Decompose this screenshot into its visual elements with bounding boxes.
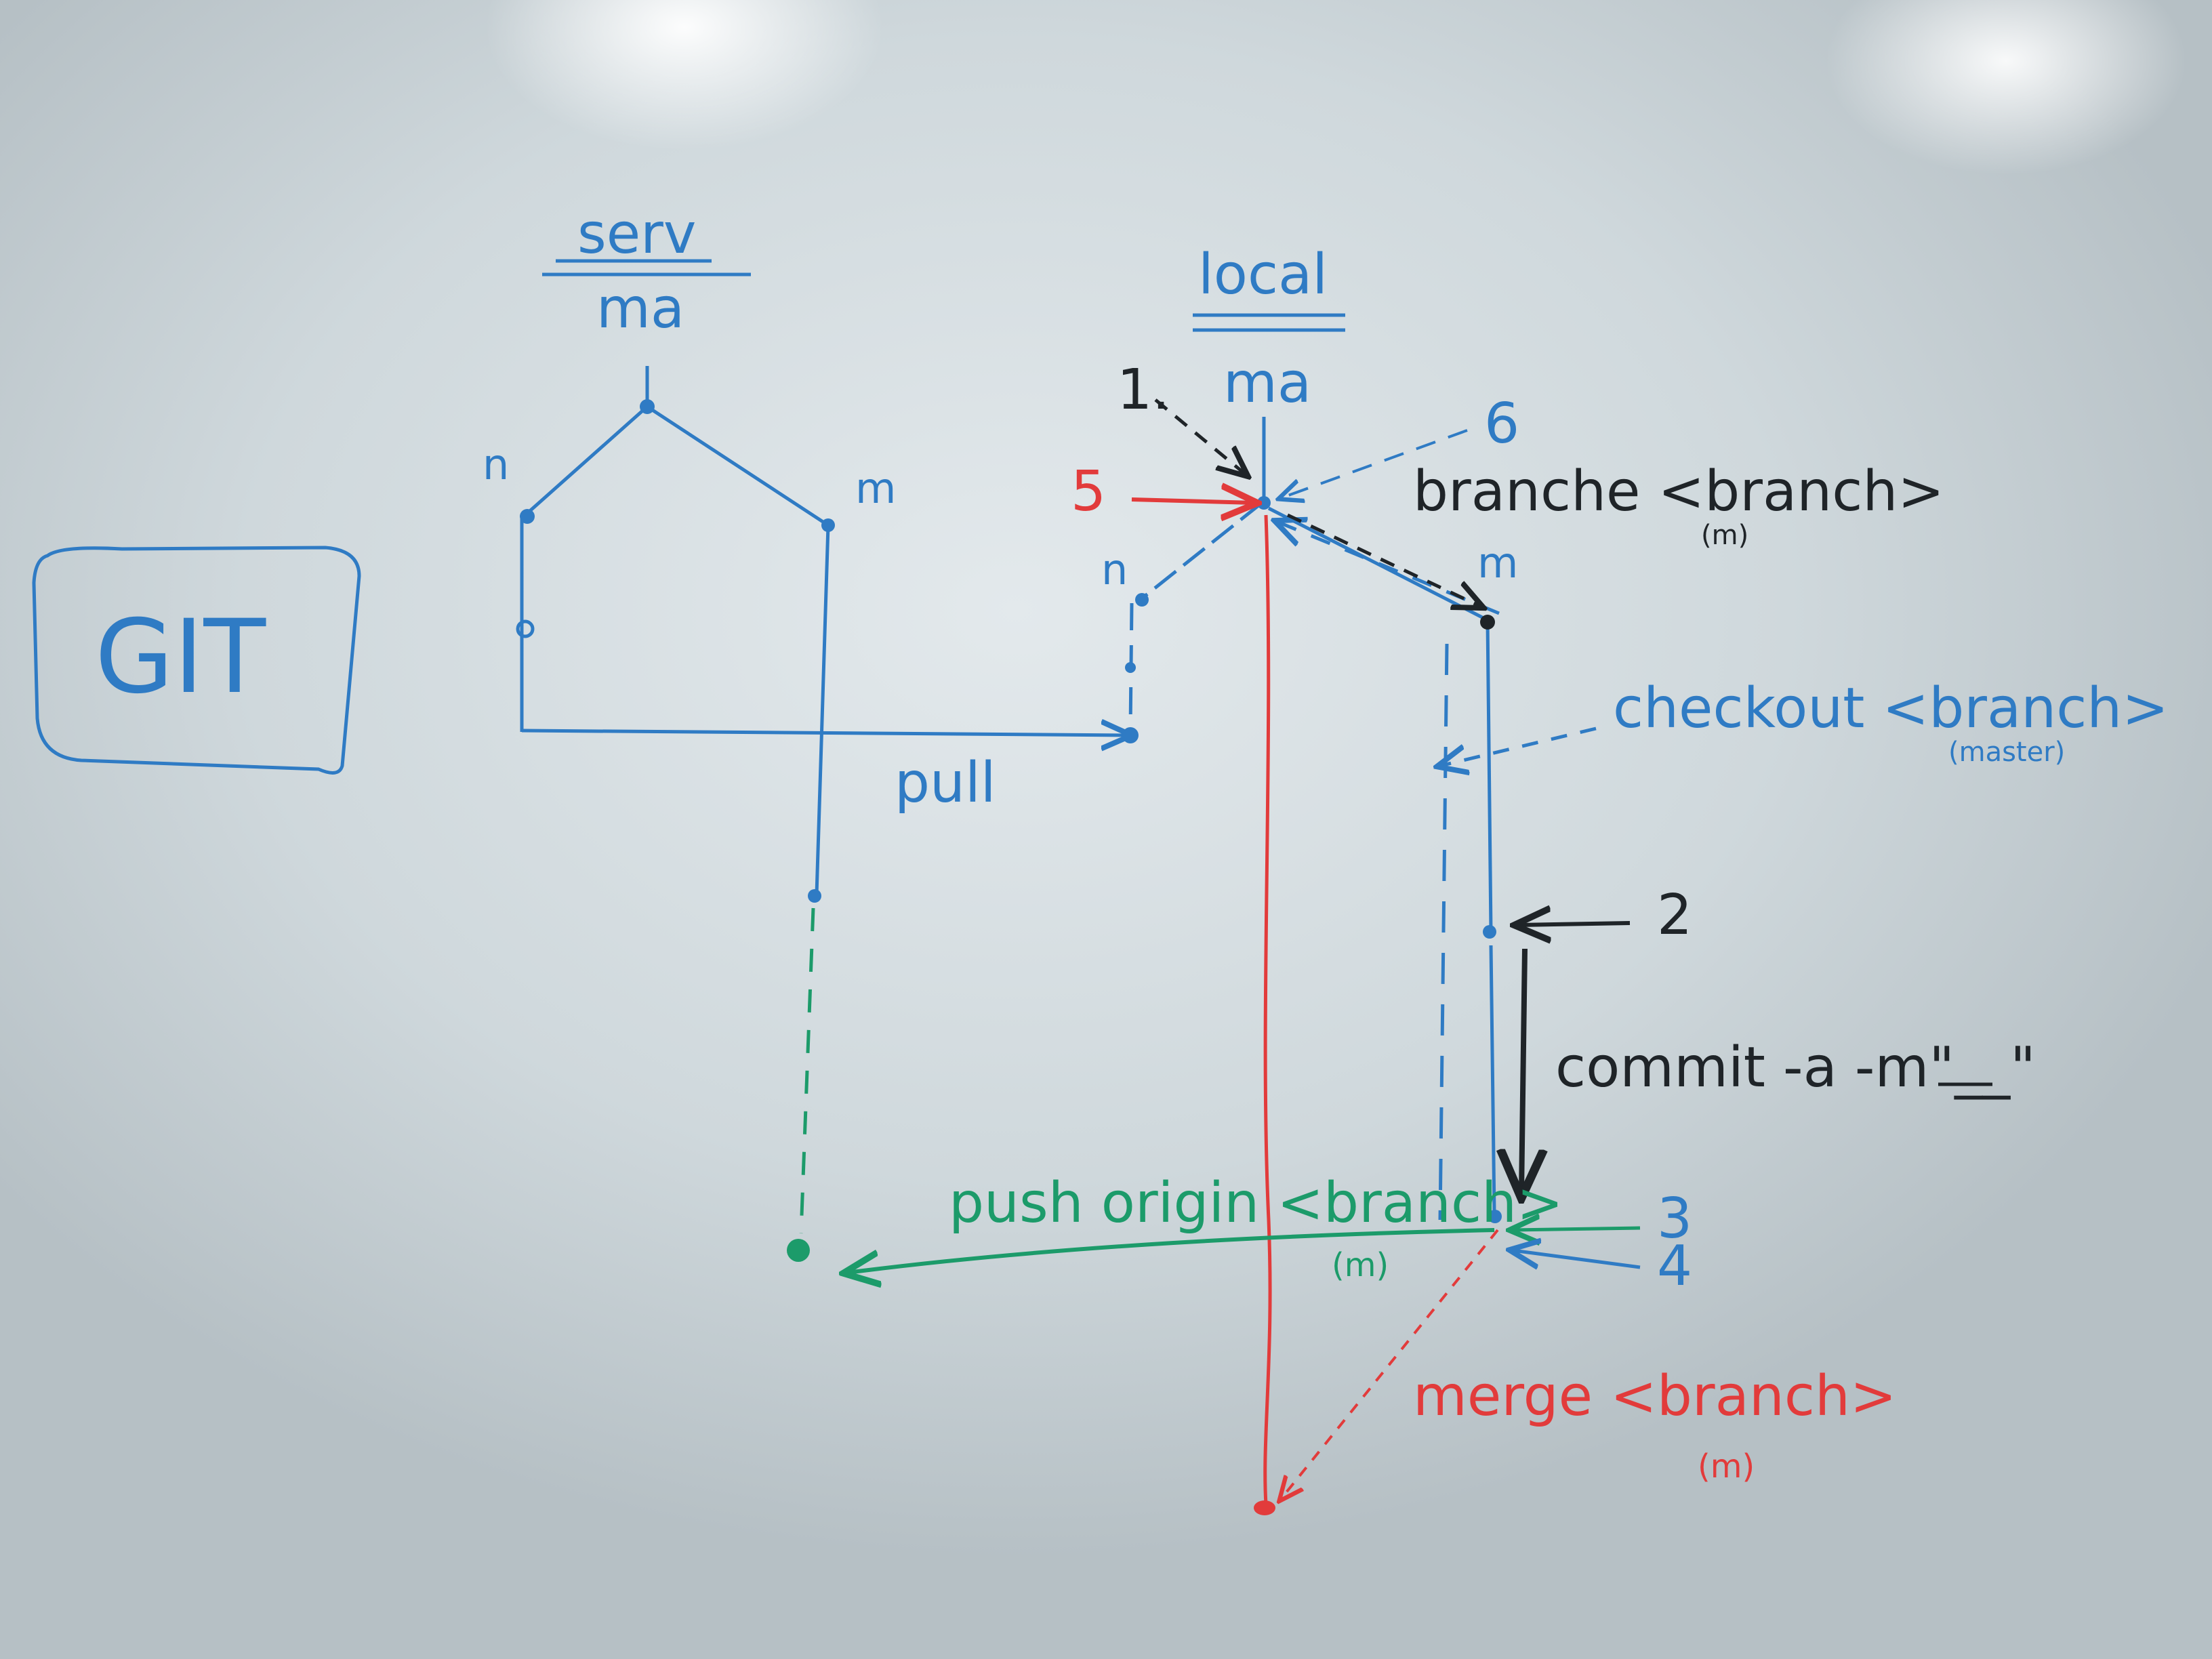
git-title-box xyxy=(32,546,361,775)
local-commit-n1 xyxy=(1135,593,1149,607)
step5-red-arrow xyxy=(1131,499,1254,503)
push-arrow-line xyxy=(847,1228,1495,1273)
push-command-label: push origin <branch> xyxy=(949,1171,1563,1235)
step2-arrow xyxy=(1518,923,1631,925)
commit-command-label: commit -a -m"__" xyxy=(1555,1036,2036,1100)
pull-arrow-line xyxy=(521,731,1128,735)
commit-arrow xyxy=(1521,948,1525,1193)
step1-dashed-arrow xyxy=(1154,398,1246,474)
local-commit-root xyxy=(1257,496,1271,510)
server-commit-m1 xyxy=(821,518,835,532)
step-3-label: 3 xyxy=(1657,1187,1693,1251)
checkout-dashed-down xyxy=(1438,643,1449,1221)
branch-dashed-arrow xyxy=(1286,513,1481,607)
local-trunk-label: ma xyxy=(1223,351,1312,415)
push-command-arg: (m) xyxy=(1332,1246,1389,1284)
branch-command-arg: (m) xyxy=(1701,520,1749,551)
step4-arrow xyxy=(1513,1250,1641,1267)
merge-command-arg: (m) xyxy=(1698,1448,1755,1486)
server-commit-root xyxy=(640,399,655,414)
server-m-dashed-extension xyxy=(799,907,815,1234)
local-branch-n-label: n xyxy=(1101,545,1128,594)
server-heading: serv xyxy=(577,202,697,266)
branch-command-label: branche <branch> xyxy=(1413,459,1945,524)
local-branch-m-line xyxy=(1486,619,1493,933)
step-4-label: 4 xyxy=(1657,1234,1693,1298)
server-branch-n-label: n xyxy=(483,440,510,489)
local-graph xyxy=(1128,417,1597,1221)
master-red-line xyxy=(1263,514,1272,1505)
server-commits xyxy=(516,399,835,903)
local-commit-m1 xyxy=(1483,925,1496,939)
step3-arrow xyxy=(1513,1228,1641,1230)
merge-commit xyxy=(1254,1500,1275,1515)
server-branch-m-label: m xyxy=(855,464,897,513)
server-branch-m-edge xyxy=(646,405,830,527)
local-heading: local xyxy=(1198,243,1328,307)
local-commit-n2 xyxy=(1125,662,1136,673)
local-branch-n-edge xyxy=(1141,501,1263,600)
server-commit-m2 xyxy=(808,889,821,903)
server-branch-n-edge xyxy=(524,405,649,516)
server-commit-n2 xyxy=(516,619,535,638)
local-branch-m-label: m xyxy=(1477,538,1519,588)
checkout-command-label: checkout <branch> xyxy=(1613,676,2169,741)
server-trunk-label: ma xyxy=(596,276,685,341)
local-commit-m2 xyxy=(1488,1210,1502,1223)
step-6-label: 6 xyxy=(1484,392,1520,456)
local-branch-m-edge xyxy=(1267,506,1489,622)
server-branch-m-line xyxy=(815,525,830,895)
server-pushed-commit xyxy=(787,1239,810,1262)
local-commit-pulled xyxy=(1122,727,1139,743)
server-commit-n1 xyxy=(520,509,535,524)
step-5-label: 5 xyxy=(1071,459,1107,524)
server-graph xyxy=(520,366,1128,895)
step-1-label: 1. xyxy=(1117,358,1170,422)
merge-command-label: merge <branch> xyxy=(1413,1364,1897,1429)
title-git: GIT xyxy=(95,598,266,716)
step-2-label: 2 xyxy=(1657,883,1693,947)
local-branch-m-line-lower xyxy=(1489,945,1496,1214)
checkout-command-arg: (master) xyxy=(1948,737,2066,768)
checkout-dashed-path xyxy=(1277,522,1500,615)
local-commit-branch-start xyxy=(1480,615,1495,630)
checkout-pointer xyxy=(1440,726,1597,766)
merge-dotted-arrow xyxy=(1281,1229,1499,1499)
pull-label: pull xyxy=(895,751,996,815)
